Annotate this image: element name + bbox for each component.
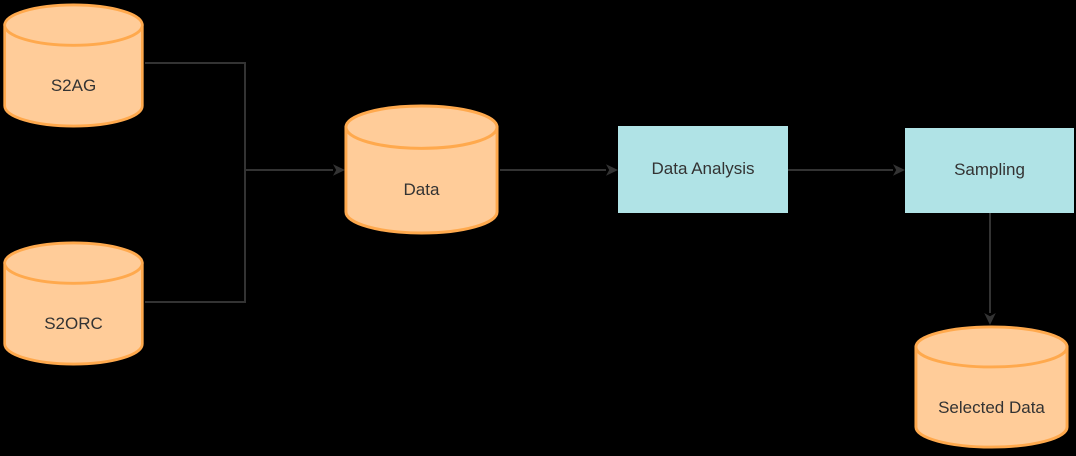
- node-data-label: Data: [403, 180, 440, 200]
- cylinder-shape: [3, 3, 144, 128]
- cylinder-shape: [3, 241, 144, 366]
- arrowhead-into-sampling: [893, 164, 905, 176]
- arrowhead-into-analysis: [606, 164, 618, 176]
- arrowhead-into-data: [333, 164, 345, 176]
- node-selected-data: Selected Data: [913, 325, 1070, 449]
- node-data: Data: [343, 104, 500, 235]
- cylinder-shape: [914, 325, 1069, 449]
- node-sampling: Sampling: [905, 128, 1074, 213]
- node-s2orc: S2ORC: [2, 241, 145, 366]
- node-sampling-label: Sampling: [954, 160, 1025, 180]
- connector-merge-trunk: [145, 62, 246, 303]
- node-data-analysis: Data Analysis: [618, 126, 788, 213]
- node-s2ag: S2AG: [2, 3, 145, 128]
- node-s2orc-label: S2ORC: [44, 314, 103, 334]
- node-data-analysis-label: Data Analysis: [651, 159, 755, 179]
- node-selected-data-label: Selected Data: [938, 397, 1045, 417]
- cylinder-shape: [344, 104, 499, 235]
- arrowhead-into-selected-data: [984, 313, 996, 325]
- node-s2ag-label: S2AG: [50, 76, 97, 96]
